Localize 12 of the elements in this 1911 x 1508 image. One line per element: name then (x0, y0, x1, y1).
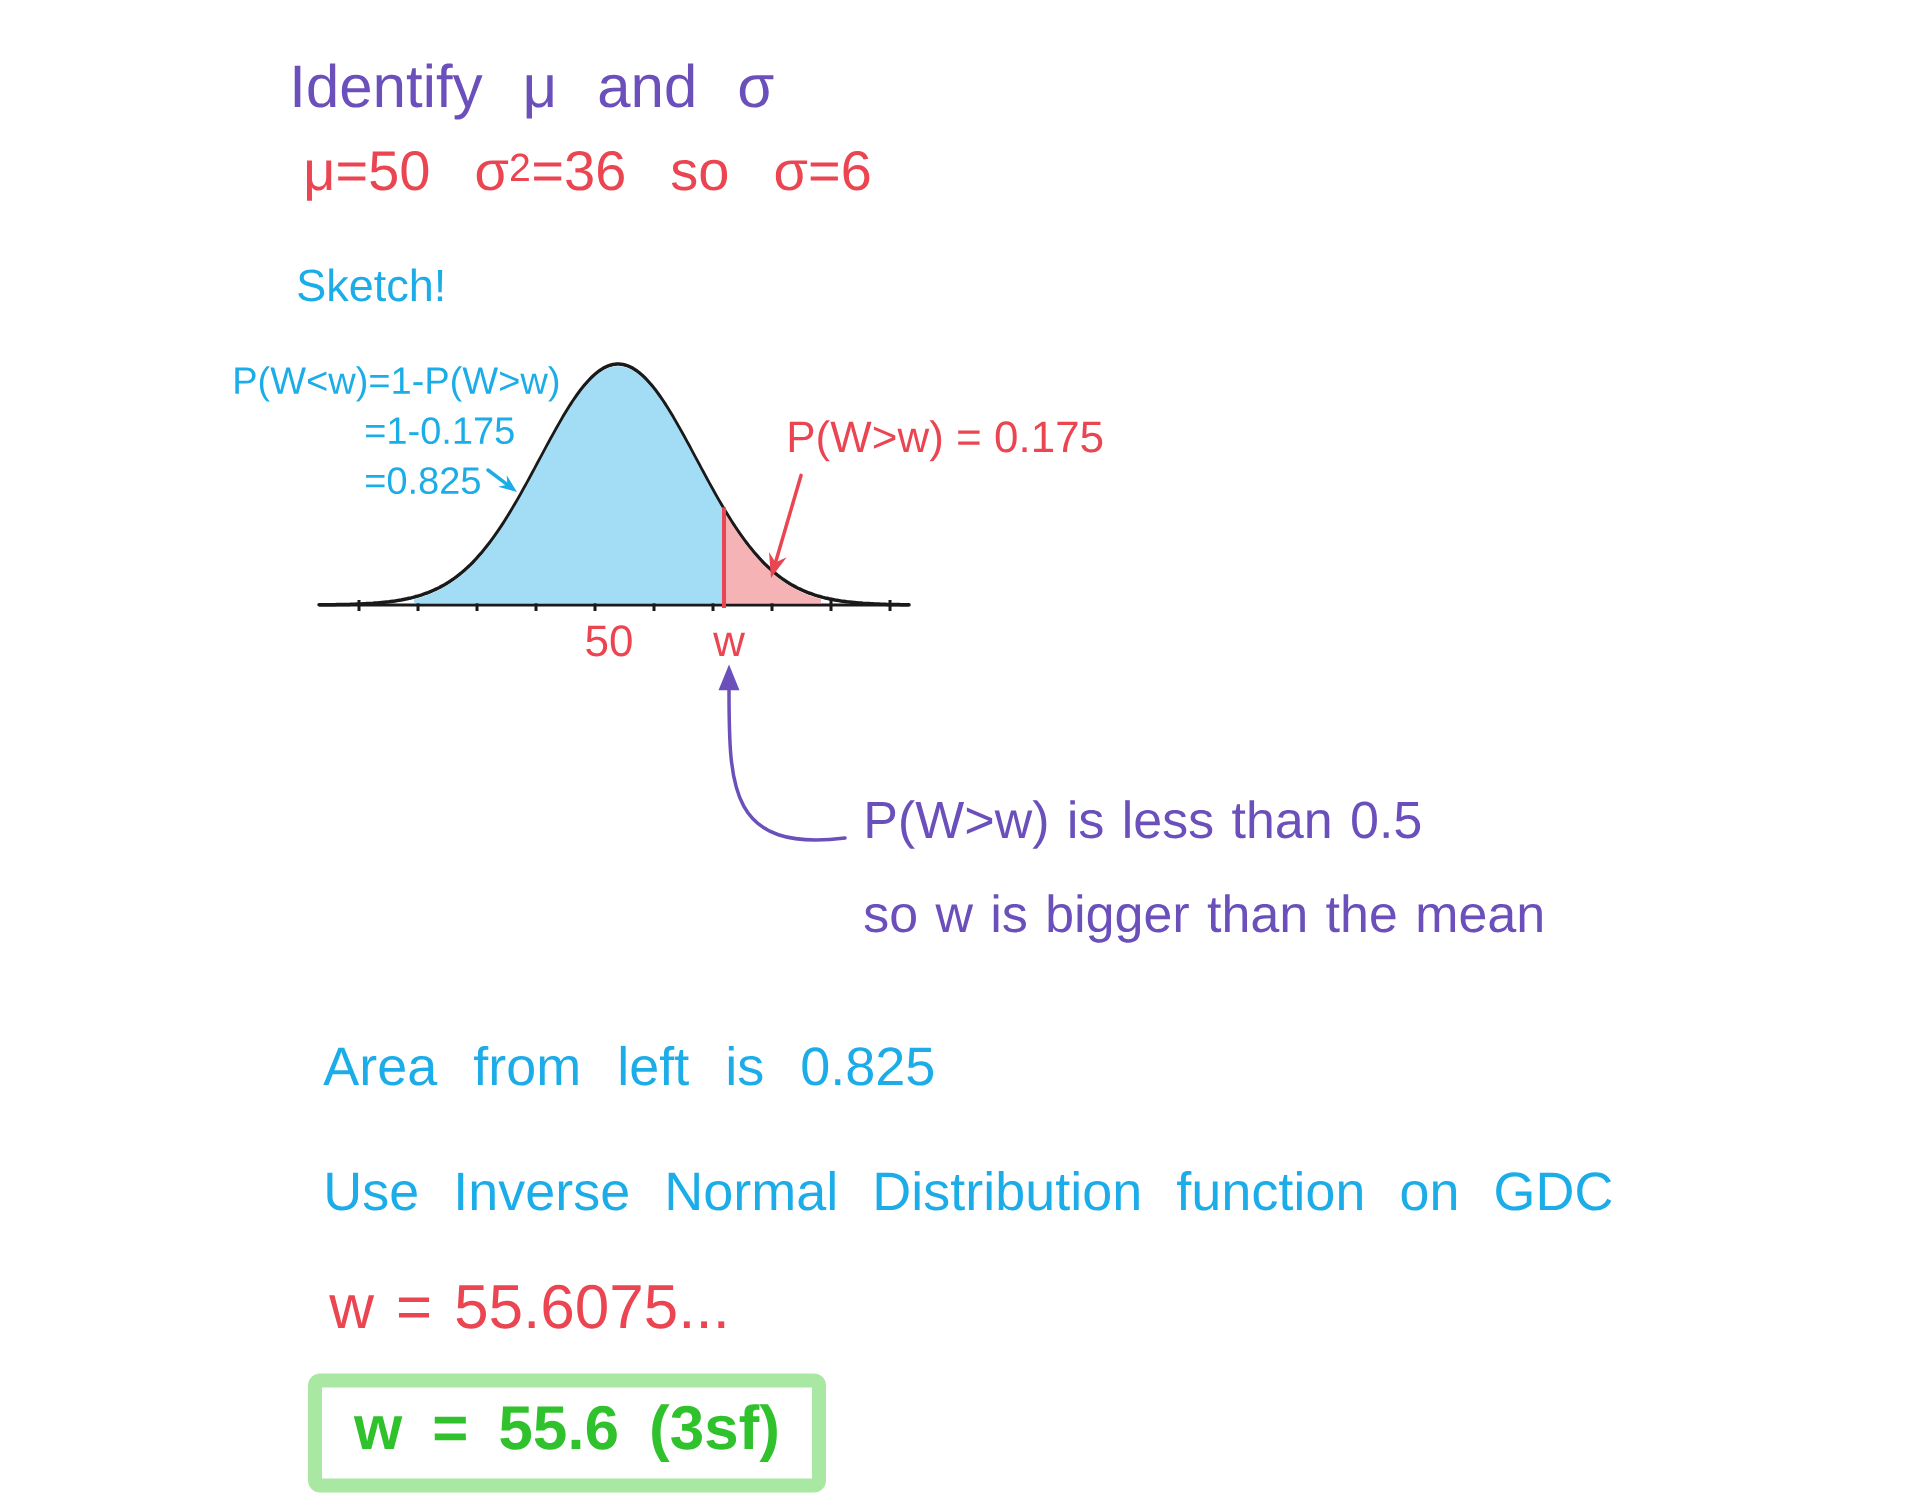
note-text: Use Inverse Normal Distribution function on GDC (327, 1170, 1612, 1211)
note-text: Area from left is 0.825 (323, 1045, 934, 1086)
answer-box: w = 55.6 (3sf) (308, 1373, 826, 1493)
step-heading: Sketch! (298, 268, 443, 302)
shaded-area (726, 514, 821, 604)
annotation-text: P(W>w) = 0.175 (789, 420, 1103, 462)
axis-label: 50 (586, 625, 632, 657)
annotation-text: P(W>w) is less than 0.5 so w is bigger than the mean (864, 800, 1542, 943)
annotation-text: P(W<w)=1-P(W>w) =1-0.175 =0.825 (235, 366, 559, 495)
axis-label: w (713, 632, 745, 656)
step-heading: Identify μ and σ (294, 63, 774, 120)
equation: μ=50 σ$^{2}$=36 so σ=6 (307, 150, 870, 201)
